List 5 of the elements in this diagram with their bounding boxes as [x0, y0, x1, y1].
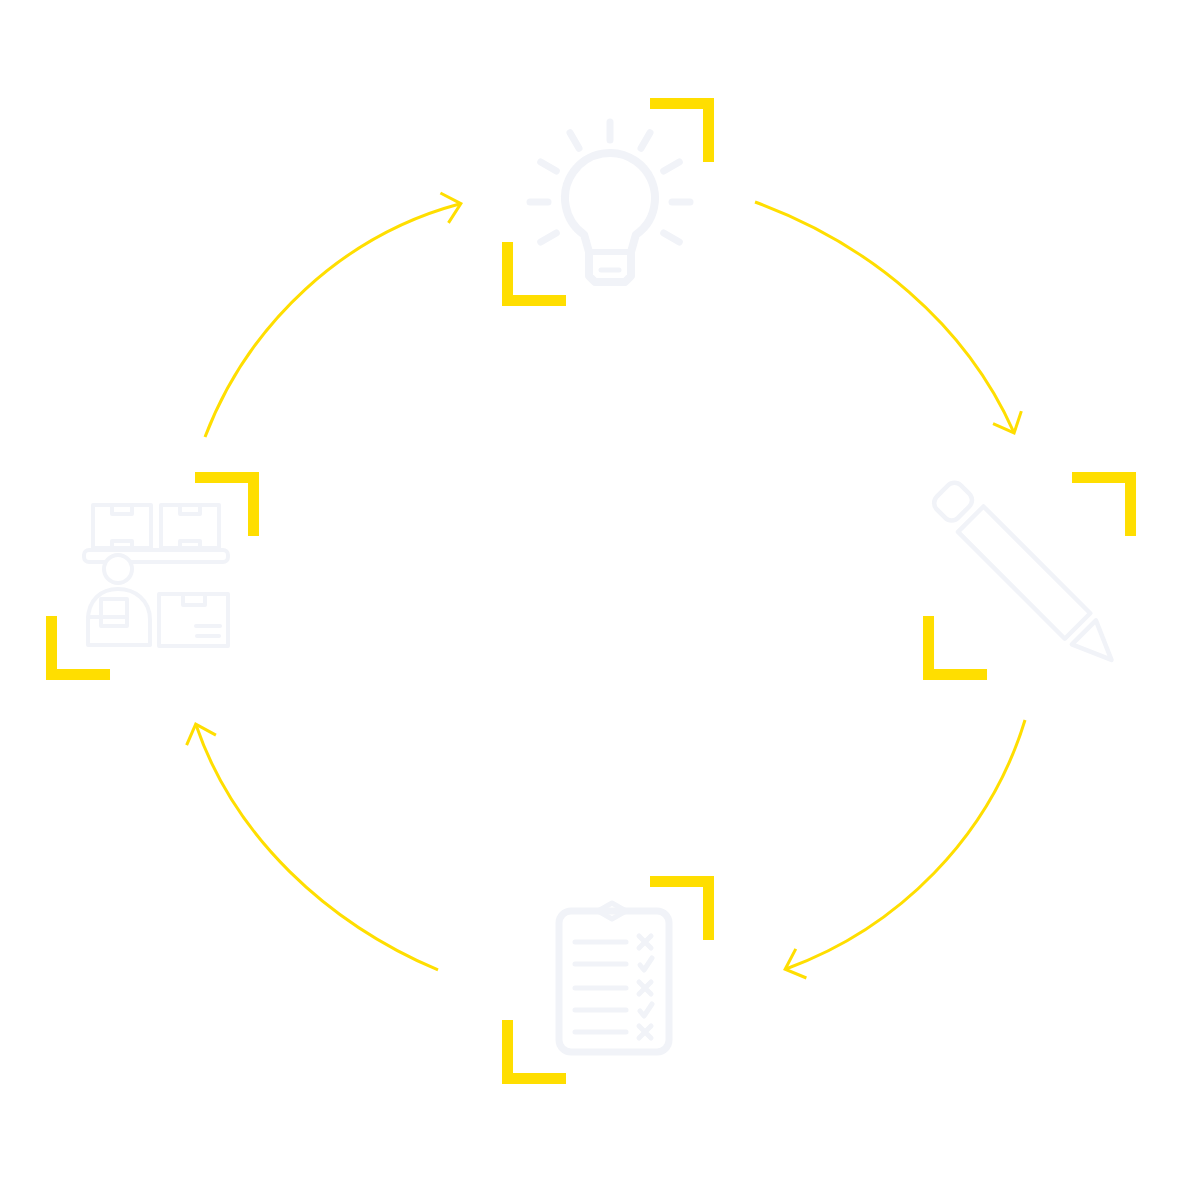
arrow	[185, 722, 439, 972]
arrow	[783, 719, 1027, 980]
pencil-icon	[931, 480, 1114, 663]
arrow	[203, 191, 463, 438]
arrow	[754, 200, 1023, 435]
